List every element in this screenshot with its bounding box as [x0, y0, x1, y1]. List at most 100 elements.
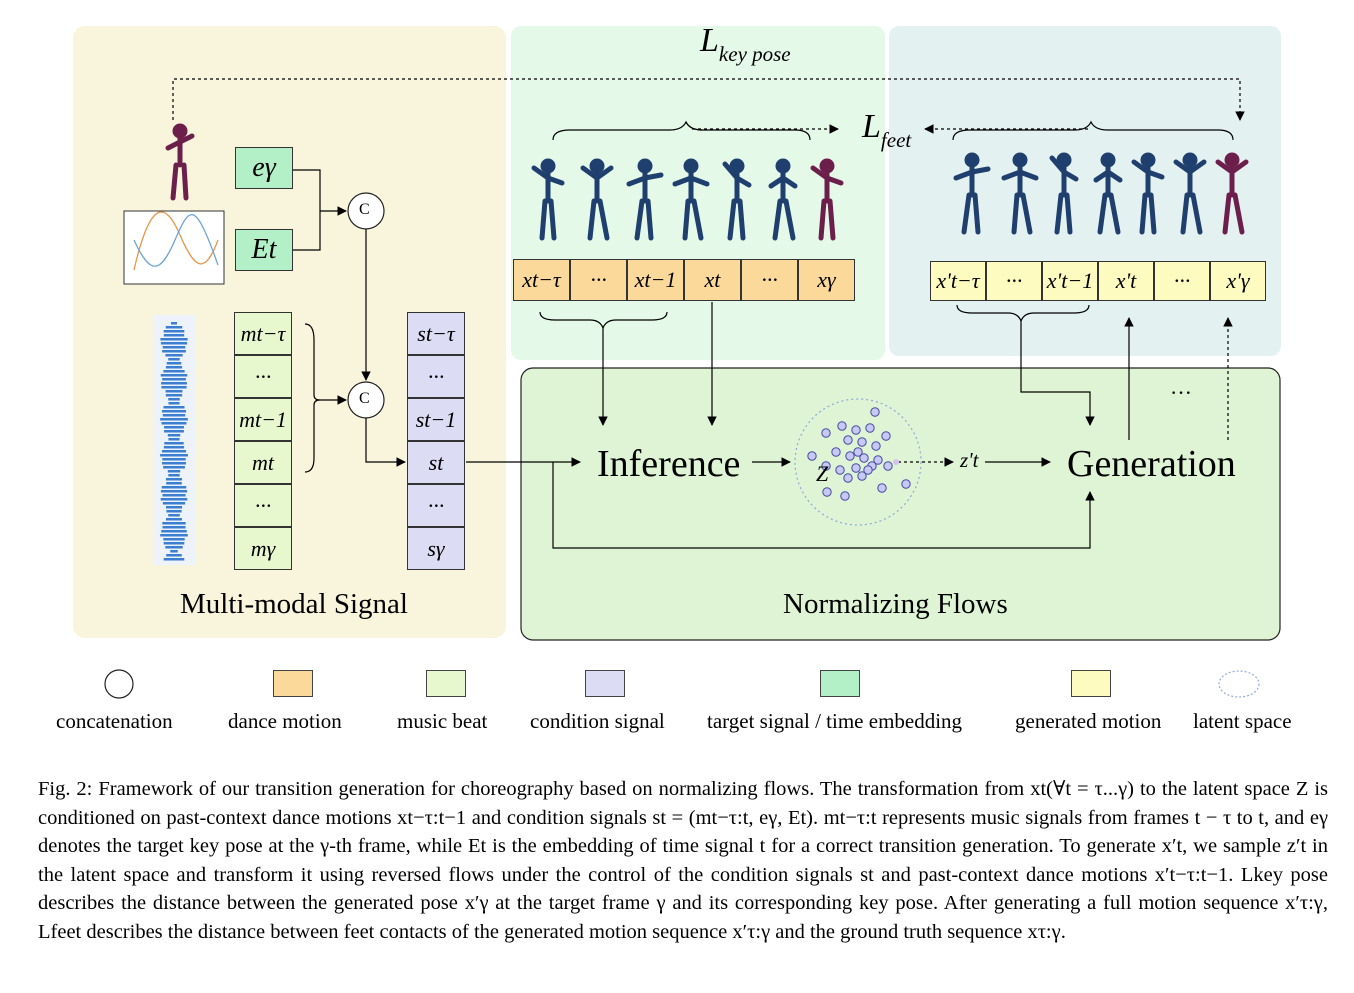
- music-cell: mt−τ: [234, 312, 292, 355]
- latent-sample-dot: [857, 437, 867, 447]
- spectrogram-bar: [165, 326, 183, 329]
- spectrogram-bar: [162, 378, 186, 381]
- condition-cell: sγ: [407, 527, 465, 570]
- spectrogram-bar: [168, 474, 180, 477]
- latent-space-circle: [794, 398, 922, 526]
- spectrogram-bar: [161, 422, 187, 425]
- legend-label: target signal / time embedding: [707, 709, 963, 733]
- latent-sample-dot: [851, 463, 861, 473]
- skeleton-figure-icon: [626, 158, 664, 241]
- spectrogram-bar: [160, 342, 188, 345]
- time-embedding-cell: Et: [235, 229, 293, 271]
- multimodal-signal-title: Multi-modal Signal: [180, 588, 408, 620]
- legend-label: latent space: [1193, 709, 1292, 733]
- spectrogram-bar: [171, 322, 177, 325]
- spectrogram-bar: [162, 494, 186, 497]
- generated-cell: ···: [986, 261, 1042, 301]
- framework-diagram: [73, 26, 1281, 699]
- spectrogram-bar: [160, 454, 188, 457]
- legend-swatch: [426, 670, 466, 697]
- spectrogram-bar: [163, 558, 185, 561]
- spectrogram-bar: [166, 518, 182, 521]
- music-beat-waveform-icon: [153, 315, 196, 565]
- skeleton-figure-icon: [953, 152, 991, 235]
- spectrogram-bar: [163, 330, 185, 333]
- target-pose-cell: eγ: [235, 147, 293, 189]
- latent-sample-dot: [853, 447, 863, 457]
- latent-sample-dot: [821, 428, 831, 438]
- condition-cell: st−1: [407, 398, 465, 441]
- latent-zt-label: z't: [960, 448, 979, 472]
- spectrogram-bar: [162, 414, 186, 417]
- latent-sample-dot: [883, 461, 893, 471]
- legend-label: music beat: [397, 709, 488, 733]
- latent-sample-dot: [821, 461, 831, 471]
- spectrogram-bar: [163, 466, 185, 469]
- spectrogram-bar: [164, 442, 184, 445]
- dance-motion-skeletons: [531, 158, 844, 241]
- condition-cell: st: [407, 441, 465, 484]
- generated-cell: x't: [1098, 261, 1154, 301]
- spectrogram-bar: [168, 358, 180, 361]
- latent-sample-dot: [881, 431, 891, 441]
- legend-swatch: [820, 670, 860, 697]
- latent-samples: [807, 407, 911, 501]
- latent-sample-dot: [845, 451, 855, 461]
- spectrogram-bar: [168, 438, 180, 441]
- generated-cell: ···: [1154, 261, 1210, 301]
- legend-concat-icon: [104, 669, 134, 699]
- skeleton-figure-icon: [580, 158, 614, 241]
- music-cell: mγ: [234, 527, 292, 570]
- spectrogram-bar: [160, 418, 188, 421]
- latent-sample-dot: [865, 423, 875, 433]
- generation-more-dots: ···: [1170, 380, 1192, 405]
- spectrogram-bar: [161, 450, 187, 453]
- legend-label: condition signal: [530, 709, 665, 733]
- legend-swatch: [273, 670, 313, 697]
- spectrogram-bar: [162, 502, 186, 505]
- caption-prefix: Fig. 2:: [38, 778, 93, 800]
- dance-cell: xt−1: [627, 259, 684, 301]
- spectrogram-bar: [166, 554, 182, 557]
- music-cell: mt: [234, 441, 292, 484]
- condition-cell: ···: [407, 355, 465, 398]
- loss-keypose-label: Lkey pose: [700, 22, 791, 66]
- spectrogram-bar: [165, 366, 183, 369]
- skeleton-figure-icon: [768, 158, 798, 241]
- legend-label: dance motion: [228, 709, 342, 733]
- skeleton-figure-icon: [722, 158, 752, 241]
- spectrogram-bar: [167, 434, 181, 437]
- spectrogram-bar: [162, 458, 186, 461]
- spectrogram-bar: [163, 370, 185, 373]
- spectrogram-bar: [161, 530, 187, 533]
- skeleton-figure-icon: [1131, 152, 1165, 235]
- spectrogram-bar: [165, 478, 183, 481]
- figure-caption: Fig. 2: Framework of our transition gene…: [38, 775, 1328, 947]
- spectrogram-bar: [168, 514, 180, 517]
- spectrogram-bar: [160, 374, 188, 377]
- spectrogram-bar: [160, 498, 188, 501]
- latent-z-label: Z: [816, 461, 829, 486]
- latent-sample-dot: [859, 453, 869, 463]
- latent-sample-dot: [843, 473, 853, 483]
- latent-sample-dot: [837, 421, 847, 431]
- latent-sample-dot: [831, 447, 841, 457]
- latent-sample-dot: [840, 491, 850, 501]
- latent-sample-dot: [851, 425, 861, 435]
- spectrogram-bar: [163, 406, 185, 409]
- spectrogram-bar: [167, 470, 181, 473]
- spectrogram-bar: [165, 546, 183, 549]
- spectrogram-bar: [165, 354, 183, 357]
- concat-symbol-bottom: C: [359, 390, 370, 407]
- latent-sample-dot: [901, 479, 911, 489]
- spectrogram-bar: [162, 522, 186, 525]
- latent-sample-dot: [873, 455, 883, 465]
- spectrogram-bar: [160, 338, 188, 341]
- generation-label: Generation: [1067, 443, 1236, 485]
- spectrogram-bar: [162, 462, 186, 465]
- music-cell: mt−1: [234, 398, 292, 441]
- legend-swatch: [1071, 670, 1111, 697]
- spectrogram-bar: [165, 506, 183, 509]
- legend-latent-icon: [1218, 670, 1260, 698]
- skeleton-figure-icon: [1215, 152, 1249, 235]
